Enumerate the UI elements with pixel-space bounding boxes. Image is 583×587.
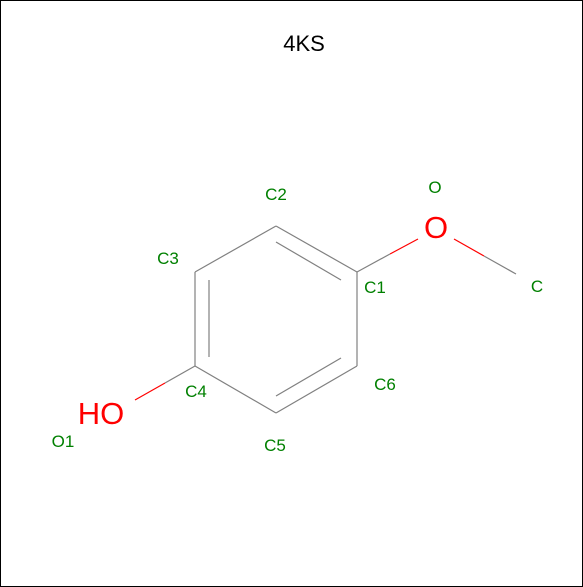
label-c5: C5 [264, 436, 286, 455]
bond-c3-c2 [194, 225, 277, 273]
bond-c4-o1-oxygen-half [134, 382, 166, 401]
aromatic-double-bonds [208, 241, 342, 397]
label-c3: C3 [157, 249, 179, 268]
bond-o-c-oxygen-half [453, 238, 485, 257]
label-c4: C4 [185, 382, 207, 401]
hydroxyl-symbol: HO [78, 396, 125, 431]
substituent-bonds [134, 238, 517, 401]
bond-c1-o-oxygen-half [389, 238, 419, 255]
label-c2: C2 [265, 185, 287, 204]
label-c6: C6 [374, 375, 396, 394]
ring-bonds [194, 225, 358, 414]
bond-c5-c4 [194, 365, 277, 414]
label-c: C [531, 277, 543, 296]
bond-c4-o1-carbon-half [164, 365, 196, 384]
label-o1: O1 [52, 432, 75, 451]
label-c1: C1 [364, 278, 386, 297]
bond-c2-c1 [275, 225, 358, 273]
ether-oxygen-symbol: O [424, 210, 448, 245]
bond-c1-o-carbon-half [356, 253, 391, 273]
double-bond-c6-c5 [275, 357, 342, 397]
molecule-title: 4KS [283, 31, 325, 56]
label-o: O [428, 178, 441, 197]
bond-c6-c5 [275, 365, 358, 414]
atom-labels: C2 C3 C1 C6 C4 C5 O1 O C [52, 178, 543, 455]
double-bond-c2-c1 [275, 241, 342, 281]
bond-o-c-carbon-half [483, 255, 517, 275]
